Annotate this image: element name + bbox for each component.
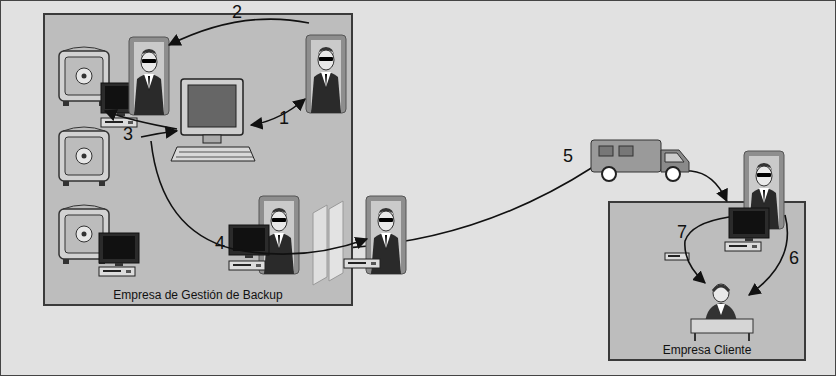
flow-arrow bbox=[749, 215, 787, 295]
callout-number: 7 bbox=[677, 223, 687, 241]
monitor-icon bbox=[101, 83, 141, 116]
company-box: Empresa Cliente bbox=[608, 201, 806, 361]
tape-drive bbox=[725, 242, 761, 251]
safe-icon bbox=[59, 47, 109, 106]
person-icon bbox=[744, 151, 784, 229]
callout-number: 6 bbox=[789, 249, 799, 267]
safe-icon bbox=[59, 205, 109, 264]
flow-arrow bbox=[685, 217, 729, 283]
tape-drive bbox=[344, 259, 380, 268]
flow-arrow bbox=[353, 167, 727, 247]
truck-icon bbox=[591, 140, 689, 181]
flow-arrow bbox=[105, 111, 177, 129]
person-icon bbox=[259, 196, 299, 274]
box-title: Empresa Cliente bbox=[610, 343, 804, 357]
company-box: Empresa de Gestión de Backup bbox=[43, 13, 353, 306]
safe-icon bbox=[59, 127, 109, 186]
flow-arrows bbox=[105, 19, 787, 295]
monitor-icon bbox=[729, 208, 769, 241]
flow-arrow bbox=[141, 131, 177, 137]
flow-arrow bbox=[151, 141, 367, 254]
box-title: Empresa de Gestión de Backup bbox=[45, 288, 351, 302]
callout-number: 4 bbox=[215, 234, 225, 252]
glass-panels bbox=[313, 201, 343, 285]
tape-drive bbox=[99, 267, 135, 276]
person-icon bbox=[129, 37, 169, 115]
computer-icon bbox=[171, 79, 255, 161]
callout-number: 2 bbox=[232, 3, 242, 21]
callout-number: 5 bbox=[563, 147, 573, 165]
tape-drive bbox=[229, 261, 265, 270]
person-icon bbox=[306, 35, 346, 113]
monitor-icon bbox=[99, 233, 139, 266]
callout-number: 1 bbox=[279, 109, 289, 127]
callout-number: 3 bbox=[123, 125, 133, 143]
person-icon bbox=[366, 196, 406, 274]
flow-arrow bbox=[169, 19, 309, 45]
seated-person bbox=[691, 284, 753, 341]
monitor-icon bbox=[229, 225, 269, 258]
small-drive bbox=[665, 253, 689, 260]
flow-arrow bbox=[251, 99, 305, 125]
